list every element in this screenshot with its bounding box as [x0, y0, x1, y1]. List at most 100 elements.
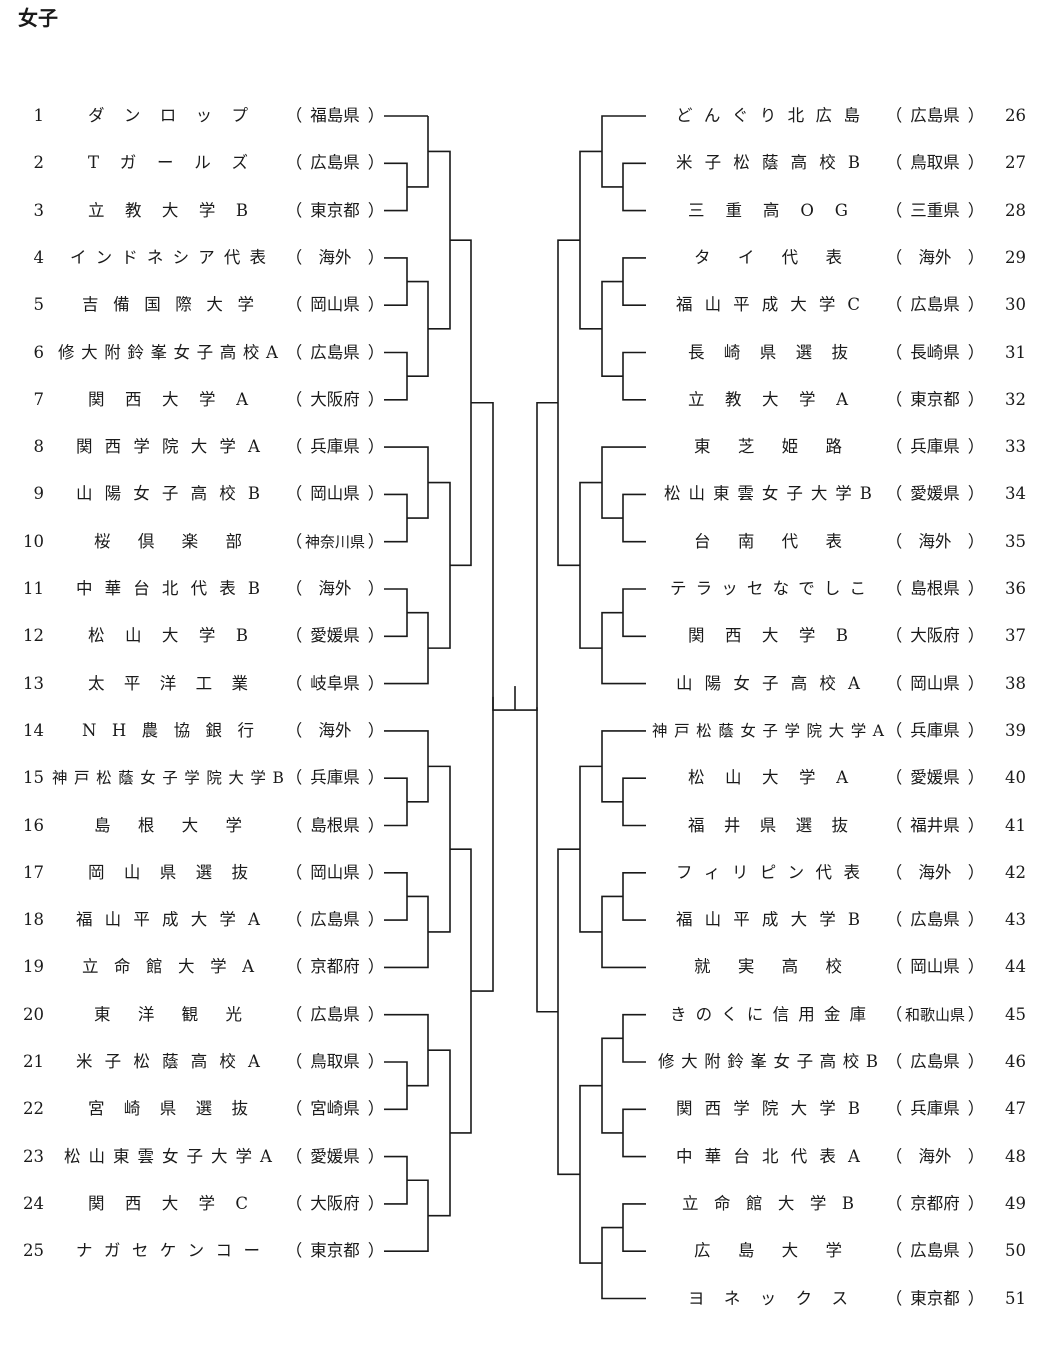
team-name: テラッセなでしこ — [670, 579, 866, 598]
prefecture-name: 福井県 — [910, 815, 960, 835]
paren-open: （ — [285, 389, 303, 409]
entry-number: 42 — [1005, 862, 1026, 882]
bracket-line — [579, 481, 602, 649]
bracket-line — [622, 351, 646, 401]
team-name: 広島大学 — [694, 1241, 842, 1261]
bracket-line — [601, 895, 646, 969]
team-name: 台南代表 — [694, 531, 842, 551]
prefecture-name: 広島県 — [310, 342, 360, 362]
bracket-line — [622, 1013, 646, 1063]
paren-open: （ — [885, 1146, 903, 1166]
bracket-line — [579, 765, 602, 933]
paren-open: （ — [885, 579, 903, 598]
paren-open: （ — [285, 720, 303, 740]
prefecture: （島根県） — [884, 574, 986, 604]
bracket-line — [428, 765, 451, 933]
paren-close: ） — [367, 1193, 385, 1213]
prefecture-name: 京都府 — [310, 957, 360, 977]
team-name: 吉備国際大学 — [82, 295, 254, 315]
entry-number: 41 — [1005, 815, 1026, 835]
entry-number: 32 — [1005, 389, 1026, 409]
paren-close: ） — [967, 153, 985, 173]
paren-open: （ — [885, 1193, 903, 1213]
prefecture: （東京都） — [284, 1236, 386, 1266]
prefecture-name: 和歌山県 — [904, 1005, 965, 1024]
paren-close: ） — [367, 579, 385, 598]
prefecture: （海外） — [884, 858, 986, 888]
paren-open: （ — [885, 342, 903, 362]
prefecture: （愛媛県） — [884, 479, 986, 509]
prefecture-name: 愛媛県 — [310, 1146, 360, 1166]
team-name: 太平洋工業 — [88, 673, 248, 693]
paren-open: （ — [285, 200, 303, 220]
prefecture-name: 広島県 — [910, 295, 960, 315]
entry-number: 47 — [1005, 1099, 1026, 1119]
prefecture-name: 東京都 — [910, 1288, 960, 1308]
paren-open: （ — [885, 295, 903, 315]
prefecture-name: 神奈川県 — [304, 532, 365, 551]
bracket-line — [601, 446, 646, 519]
prefecture: （海外） — [284, 574, 386, 604]
prefecture-name: 鳥取県 — [910, 153, 960, 173]
paren-open: （ — [885, 1004, 903, 1024]
paren-close: ） — [967, 247, 985, 267]
paren-close: ） — [967, 768, 985, 788]
prefecture-name: 岐阜県 — [310, 673, 360, 693]
prefecture-name: 広島県 — [910, 106, 960, 125]
paren-open: （ — [885, 720, 903, 740]
prefecture-name: 兵庫県 — [910, 720, 960, 740]
paren-open: （ — [285, 768, 303, 788]
bracket-line — [450, 848, 472, 1134]
team-name: 宮崎県選抜 — [88, 1099, 248, 1119]
prefecture-name: 岡山県 — [910, 673, 960, 693]
prefecture-name: 島根県 — [310, 815, 360, 835]
entry-number: 13 — [23, 673, 44, 693]
entry-number: 43 — [1005, 910, 1026, 930]
paren-close: ） — [967, 957, 985, 977]
prefecture-name: 海外 — [918, 247, 952, 267]
paren-open: （ — [285, 815, 303, 835]
bracket-line — [579, 1084, 602, 1264]
entry-number: 10 — [23, 531, 44, 551]
paren-open: （ — [285, 1146, 303, 1166]
prefecture-name: 三重県 — [910, 200, 960, 220]
paren-close: ） — [367, 1099, 385, 1119]
entry-number: 18 — [23, 910, 44, 930]
final-connector — [492, 696, 538, 711]
bracket-line — [557, 239, 580, 567]
team-name: 長崎県選抜 — [688, 342, 848, 362]
paren-open: （ — [285, 1004, 303, 1024]
prefecture-name: 大阪府 — [310, 389, 360, 409]
prefecture-name: 海外 — [918, 531, 952, 551]
prefecture-name: 東京都 — [310, 1241, 360, 1261]
paren-open: （ — [885, 200, 903, 220]
prefecture-name: 愛媛県 — [910, 484, 960, 504]
team-name: 桜倶楽部 — [94, 531, 242, 551]
prefecture: （東京都） — [884, 385, 986, 415]
prefecture: （鳥取県） — [884, 148, 986, 178]
paren-close: ） — [367, 1146, 385, 1166]
entry-number: 35 — [1005, 531, 1026, 551]
bracket-line — [384, 1155, 408, 1205]
paren-open: （ — [885, 389, 903, 409]
bracket-line — [536, 401, 558, 1013]
paren-open: （ — [285, 1193, 303, 1213]
prefecture: （島根県） — [284, 811, 386, 841]
paren-open: （ — [285, 579, 303, 598]
paren-open: （ — [885, 862, 903, 882]
prefecture-name: 広島県 — [310, 910, 360, 930]
paren-open: （ — [285, 673, 303, 693]
entry-number: 30 — [1005, 295, 1026, 315]
